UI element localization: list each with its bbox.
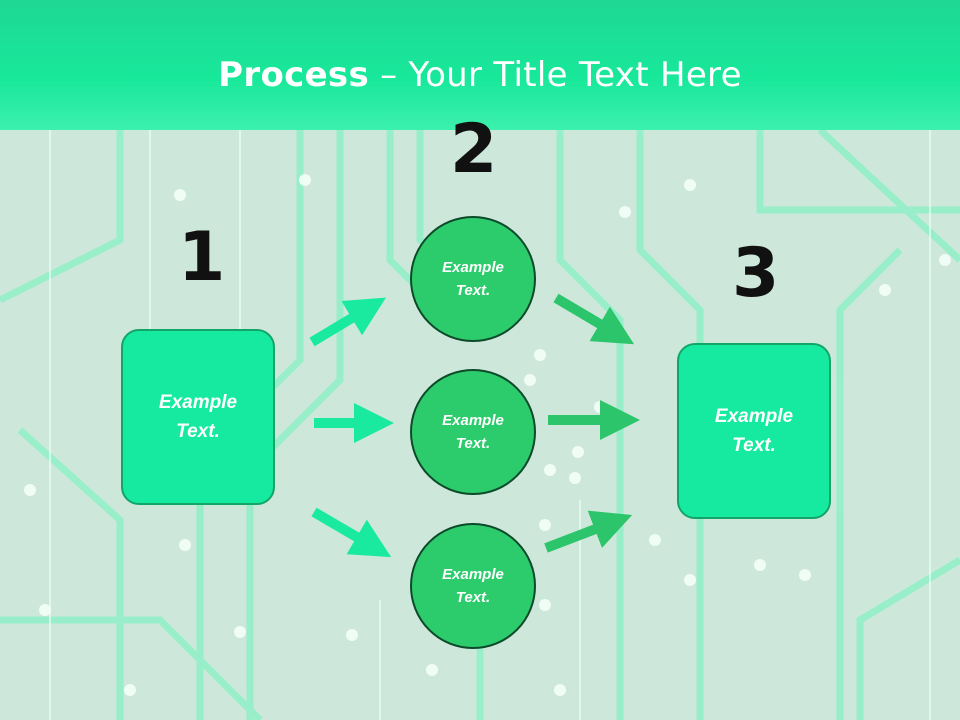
title-rest: – Your Title Text Here xyxy=(369,55,742,95)
arrow-1-to-top xyxy=(309,297,387,347)
step-number-1: 1 xyxy=(178,218,226,297)
arrow-top-to-3 xyxy=(553,293,635,345)
step-2-circle-top: Example Text. xyxy=(410,216,536,342)
arrow-1-to-bottom xyxy=(311,507,392,558)
circle-bottom-text: Example Text. xyxy=(442,566,504,606)
step-2-circle-bottom: Example Text. xyxy=(410,523,536,649)
title-bar xyxy=(0,0,960,130)
step-number-2: 2 xyxy=(450,110,498,189)
circle-middle-text: Example Text. xyxy=(442,412,504,452)
arrow-bottom-to-3 xyxy=(544,510,633,553)
step-1-box: Example Text. xyxy=(121,329,275,505)
step-2-circle-middle: Example Text. xyxy=(410,369,536,495)
title-bold: Process xyxy=(218,55,370,95)
circle-top-text: Example Text. xyxy=(442,259,504,299)
step-3-text: Example Text. xyxy=(714,406,794,456)
step-3-box: Example Text. xyxy=(677,343,831,519)
step-1-text: Example Text. xyxy=(158,392,238,442)
slide-title: Process – Your Title Text Here xyxy=(0,55,960,95)
step-number-3: 3 xyxy=(732,234,780,313)
